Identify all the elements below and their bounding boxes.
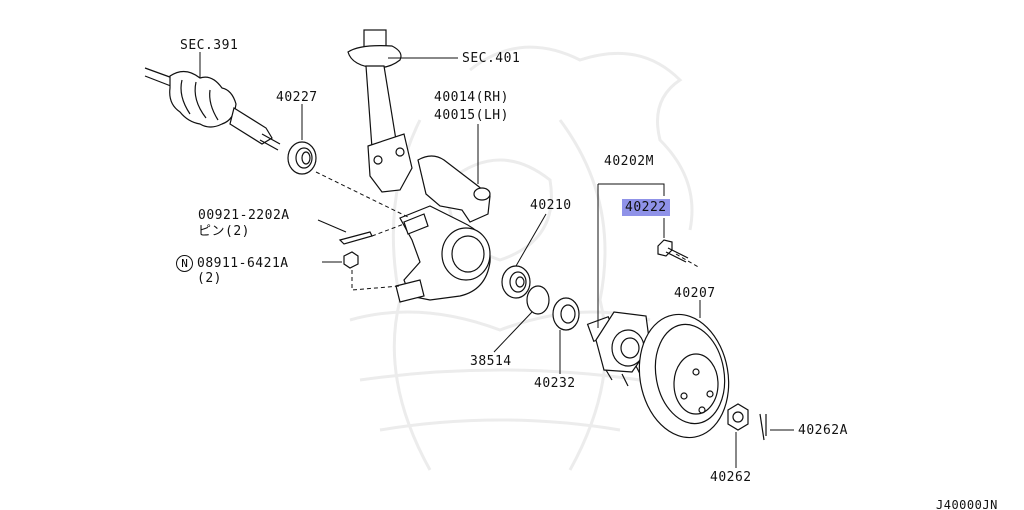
label-00921[interactable]: 00921-2202A [198,208,290,223]
hex-nut-icon [343,251,359,269]
brake-rotor-icon [638,313,730,439]
seal-40232-icon [552,297,580,331]
label-08911[interactable]: 08911-6421A [197,256,289,271]
label-40262a[interactable]: 40262A [798,423,848,438]
bearing-40210-icon [501,265,531,299]
watermark-helmet-icon [349,45,694,471]
label-40227[interactable]: 40227 [276,90,318,105]
diagram-id: J40000JN [936,498,998,510]
label-nut-qty: (2) [197,271,222,286]
label-40210[interactable]: 40210 [530,198,572,213]
label-40202m[interactable]: 40202M [604,154,654,169]
drive-shaft-icon [144,67,281,151]
nut-symbol-badge: N [176,255,193,272]
snap-ring-icon [526,285,550,315]
label-40232[interactable]: 40232 [534,376,576,391]
cotter-pin-icon [338,231,373,245]
label-38514[interactable]: 38514 [470,354,512,369]
label-40262[interactable]: 40262 [710,470,752,485]
label-sec391[interactable]: SEC.391 [180,38,239,53]
hub-bolt-icon [657,239,689,263]
label-sec401[interactable]: SEC.401 [462,51,521,66]
hub-nut-icon [727,403,749,431]
strut-icon [347,29,413,193]
label-pin-qty: ピン(2) [198,224,250,239]
seal-40227-icon [287,141,317,175]
wheel-hub-icon [586,311,651,387]
steering-knuckle-icon [395,155,491,303]
hub-cotter-pin-icon [759,413,767,441]
label-40207[interactable]: 40207 [674,286,716,301]
label-40014[interactable]: 40014(RH) [434,90,509,105]
label-40222[interactable]: 40222 [622,199,670,216]
label-40015[interactable]: 40015(LH) [434,108,509,123]
